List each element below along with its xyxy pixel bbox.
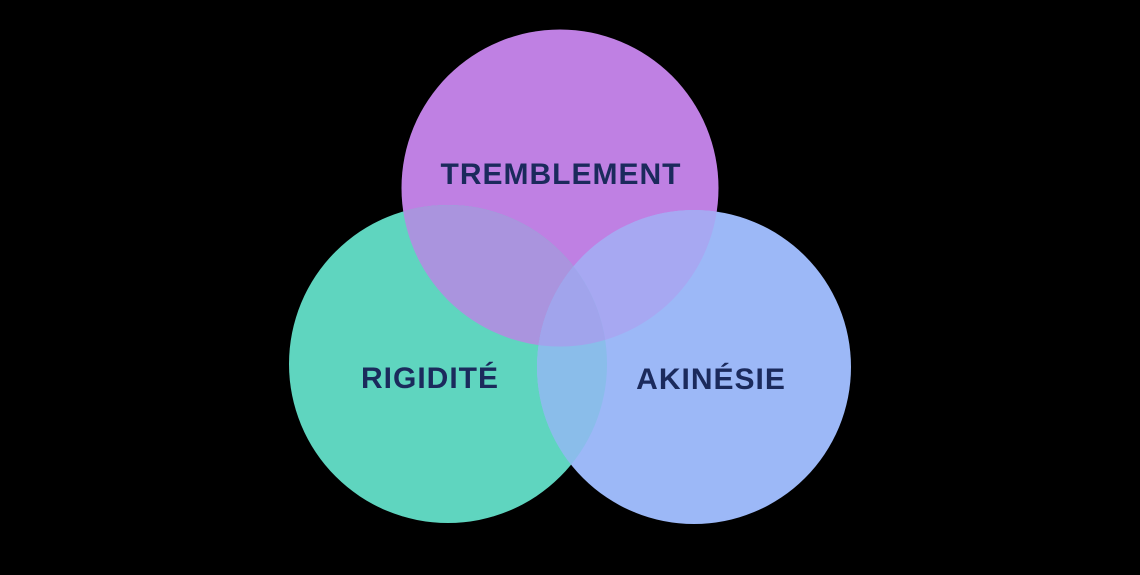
label-tremblement: TREMBLEMENT [440,158,682,191]
overlap-tremblement-rigidite [401,205,607,347]
label-akinesie: AKINÉSIE [636,363,786,396]
label-rigidite: RIGIDITÉ [360,362,500,395]
overlap-tremblement-akinesie [537,210,719,347]
